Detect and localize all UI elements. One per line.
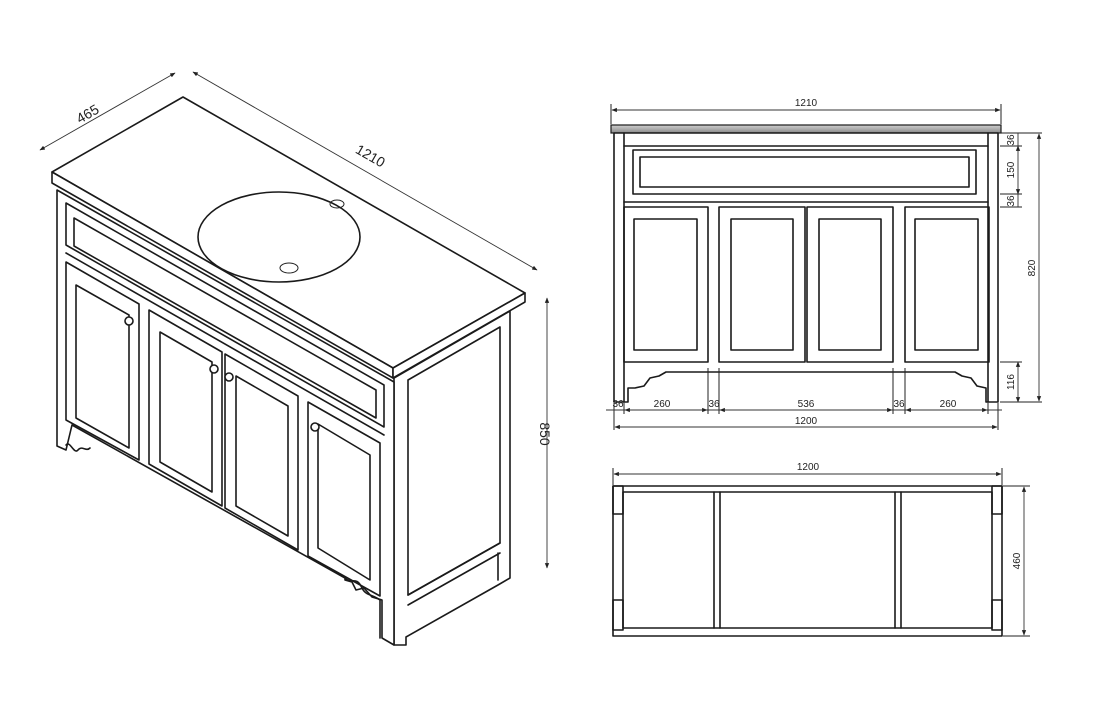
isometric-view: 465 1210 850 <box>39 71 553 646</box>
front-drawer <box>632 149 977 195</box>
dim-iso-width <box>192 71 538 271</box>
label-right-door: 260 <box>940 399 957 410</box>
door-1 <box>65 261 140 461</box>
front-door-2 <box>718 206 806 363</box>
front-door-1 <box>623 206 709 363</box>
label-left-stile: 36 <box>612 399 624 410</box>
front-worktop <box>610 124 1002 134</box>
plan-outline <box>612 485 1003 637</box>
door-3 <box>224 353 299 551</box>
basin <box>197 191 361 283</box>
side-rail <box>407 542 501 596</box>
front-door-3 <box>806 206 894 363</box>
drawer-panel <box>73 217 377 419</box>
label-plan-depth: 460 <box>1012 552 1023 569</box>
front-elevation: 1210 36 150 36 820 116 36 260 36 536 <box>606 98 1042 430</box>
plan-view: 1200 460 <box>612 462 1030 637</box>
knob-icon <box>310 422 320 432</box>
label-front-top-width: 1210 <box>795 98 818 109</box>
dim-iso-depth <box>39 72 176 151</box>
label-mid-stile-left: 36 <box>708 399 720 410</box>
worktop-side-edge <box>392 292 526 379</box>
label-drawer: 150 <box>1006 161 1017 178</box>
knob-icon <box>124 316 134 326</box>
drawer-frame <box>65 202 385 428</box>
label-center-doors: 536 <box>798 399 815 410</box>
door-4 <box>307 401 381 597</box>
label-front-height: 820 <box>1027 259 1038 276</box>
label-mid-stile-right: 36 <box>893 399 905 410</box>
label-iso-height: 850 <box>537 422 553 446</box>
label-plinth: 116 <box>1006 374 1017 390</box>
door-2 <box>148 309 223 507</box>
knob-icon <box>224 372 234 382</box>
label-rail-mid: 36 <box>1006 195 1017 207</box>
label-front-base-width: 1200 <box>795 416 818 427</box>
plinth-curve-left <box>65 443 91 452</box>
front-door-4 <box>904 206 990 363</box>
label-plan-width: 1200 <box>797 462 820 473</box>
plinth-curve-right <box>344 577 381 639</box>
knob-icon <box>209 364 219 374</box>
side-panel <box>393 310 511 646</box>
label-rail-top: 36 <box>1006 134 1017 146</box>
label-iso-width: 1210 <box>353 141 388 171</box>
label-iso-depth: 465 <box>73 101 101 127</box>
label-left-door: 260 <box>654 399 671 410</box>
